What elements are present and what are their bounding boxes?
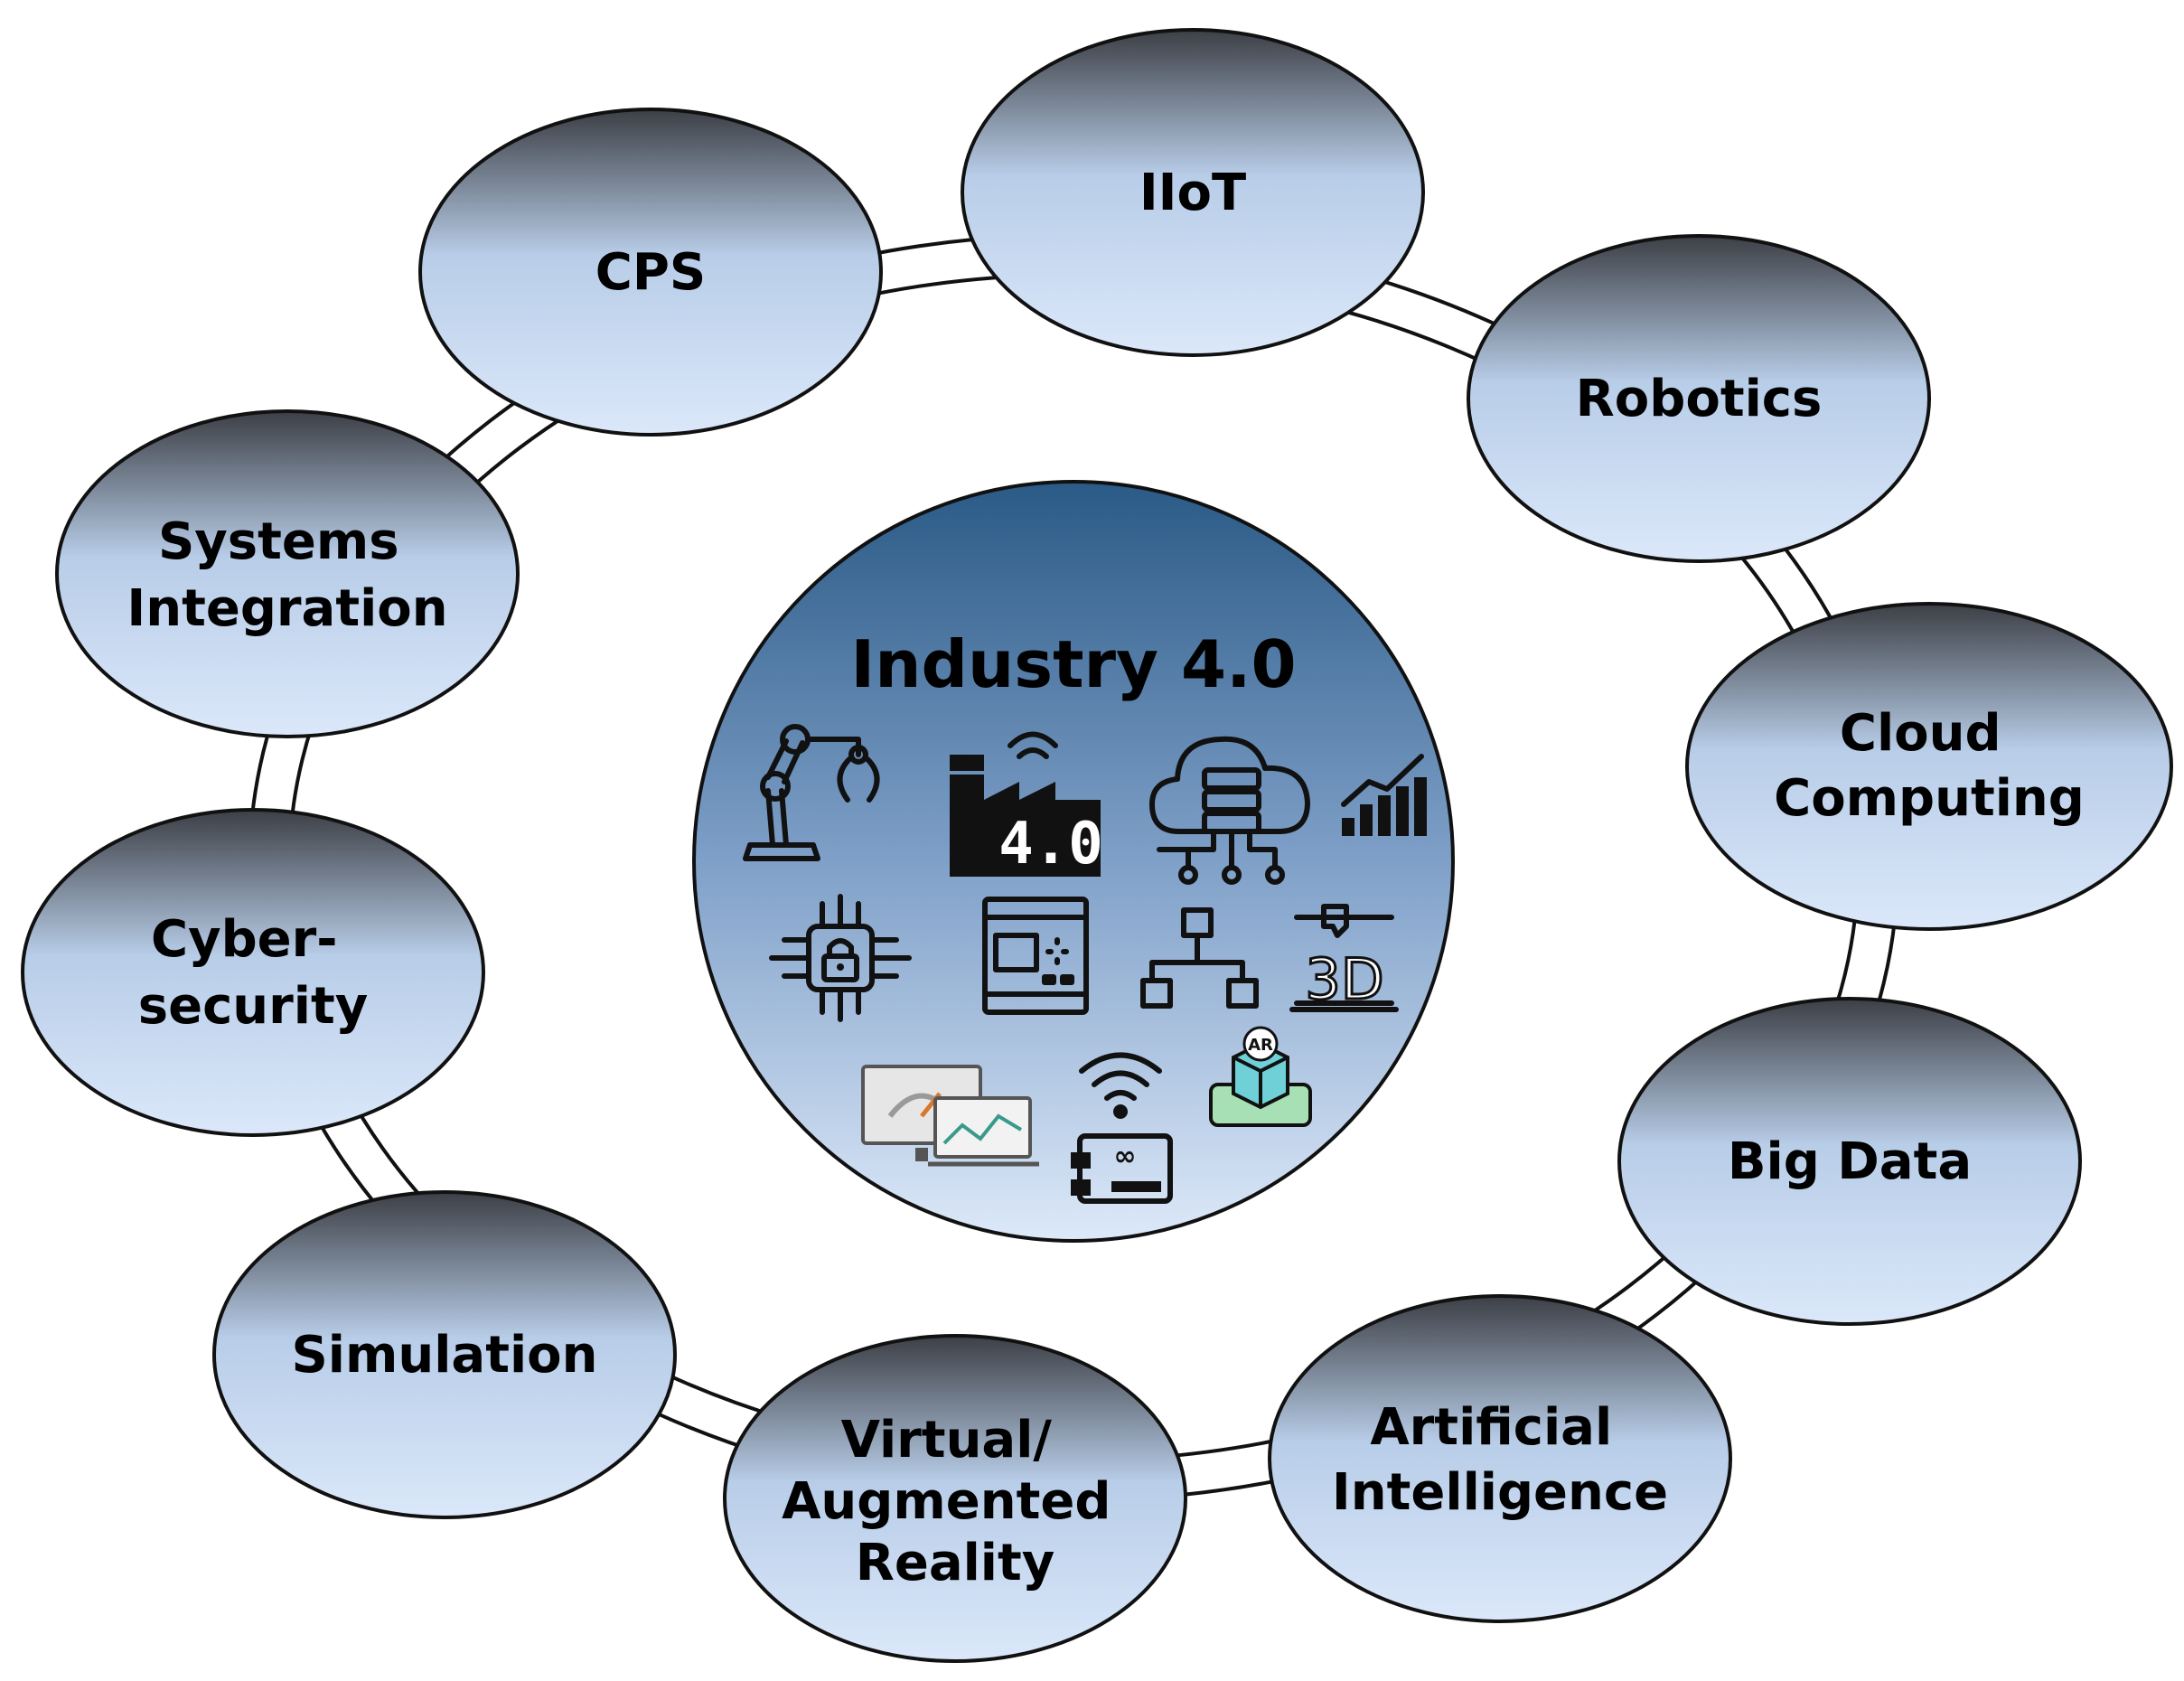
node-robotics: Robotics xyxy=(1467,234,1931,563)
robot-arm-icon xyxy=(743,724,880,861)
monitoring-screens-icon xyxy=(861,1065,1039,1167)
node-big-data-label: Big Data xyxy=(1728,1132,1972,1191)
node-systems-integration-label: Systems Integration xyxy=(127,512,447,638)
security-chip-icon xyxy=(769,894,912,1022)
plc-controller-icon xyxy=(982,897,1089,1015)
node-big-data: Big Data xyxy=(1617,997,2082,1326)
node-cybersecurity-label: Cyber- security xyxy=(138,910,368,1036)
ar-badge: AR xyxy=(1248,1036,1273,1055)
wifi-icon xyxy=(1079,1052,1162,1119)
node-iiot: IIoT xyxy=(961,28,1425,357)
ar-cube-icon: AR xyxy=(1209,1026,1312,1127)
node-simulation: Simulation xyxy=(212,1190,677,1519)
arduino-board-icon: ∞ xyxy=(1071,1133,1173,1204)
factory-4-0-badge: 4.0 xyxy=(998,811,1103,878)
factory-4-0-icon: 4.0 xyxy=(950,731,1103,878)
node-virtual-augmented-reality: Virtual/ Augmented Reality xyxy=(723,1334,1187,1663)
node-simulation-label: Simulation xyxy=(291,1326,597,1385)
network-icon xyxy=(1140,907,1259,1009)
node-systems-integration: Systems Integration xyxy=(55,409,520,738)
node-cybersecurity: Cyber- security xyxy=(21,808,485,1137)
node-cps: CPS xyxy=(418,108,883,437)
growth-chart-icon xyxy=(1341,754,1427,836)
3d-printer-icon: 3D xyxy=(1289,904,1399,1014)
arduino-badge: ∞ xyxy=(1114,1141,1137,1172)
node-iiot-label: IIoT xyxy=(1139,164,1246,222)
3d-printer-badge: 3D xyxy=(1305,946,1383,1012)
center-title: Industry 4.0 xyxy=(850,626,1296,702)
node-cloud-computing-label: Cloud Computing xyxy=(1774,704,2085,828)
node-cloud-computing: Cloud Computing xyxy=(1685,602,2173,931)
node-artificial-intelligence-label: Artificial Intelligence xyxy=(1332,1398,1668,1522)
node-virtual-augmented-reality-label: Virtual/ Augmented Reality xyxy=(782,1411,1129,1592)
cloud-server-icon xyxy=(1149,736,1310,885)
center-hub: Industry 4.0 4.0 xyxy=(692,480,1455,1243)
node-artificial-intelligence: Artificial Intelligence xyxy=(1268,1294,1732,1623)
node-cps-label: CPS xyxy=(595,243,706,302)
node-robotics-label: Robotics xyxy=(1576,370,1823,428)
